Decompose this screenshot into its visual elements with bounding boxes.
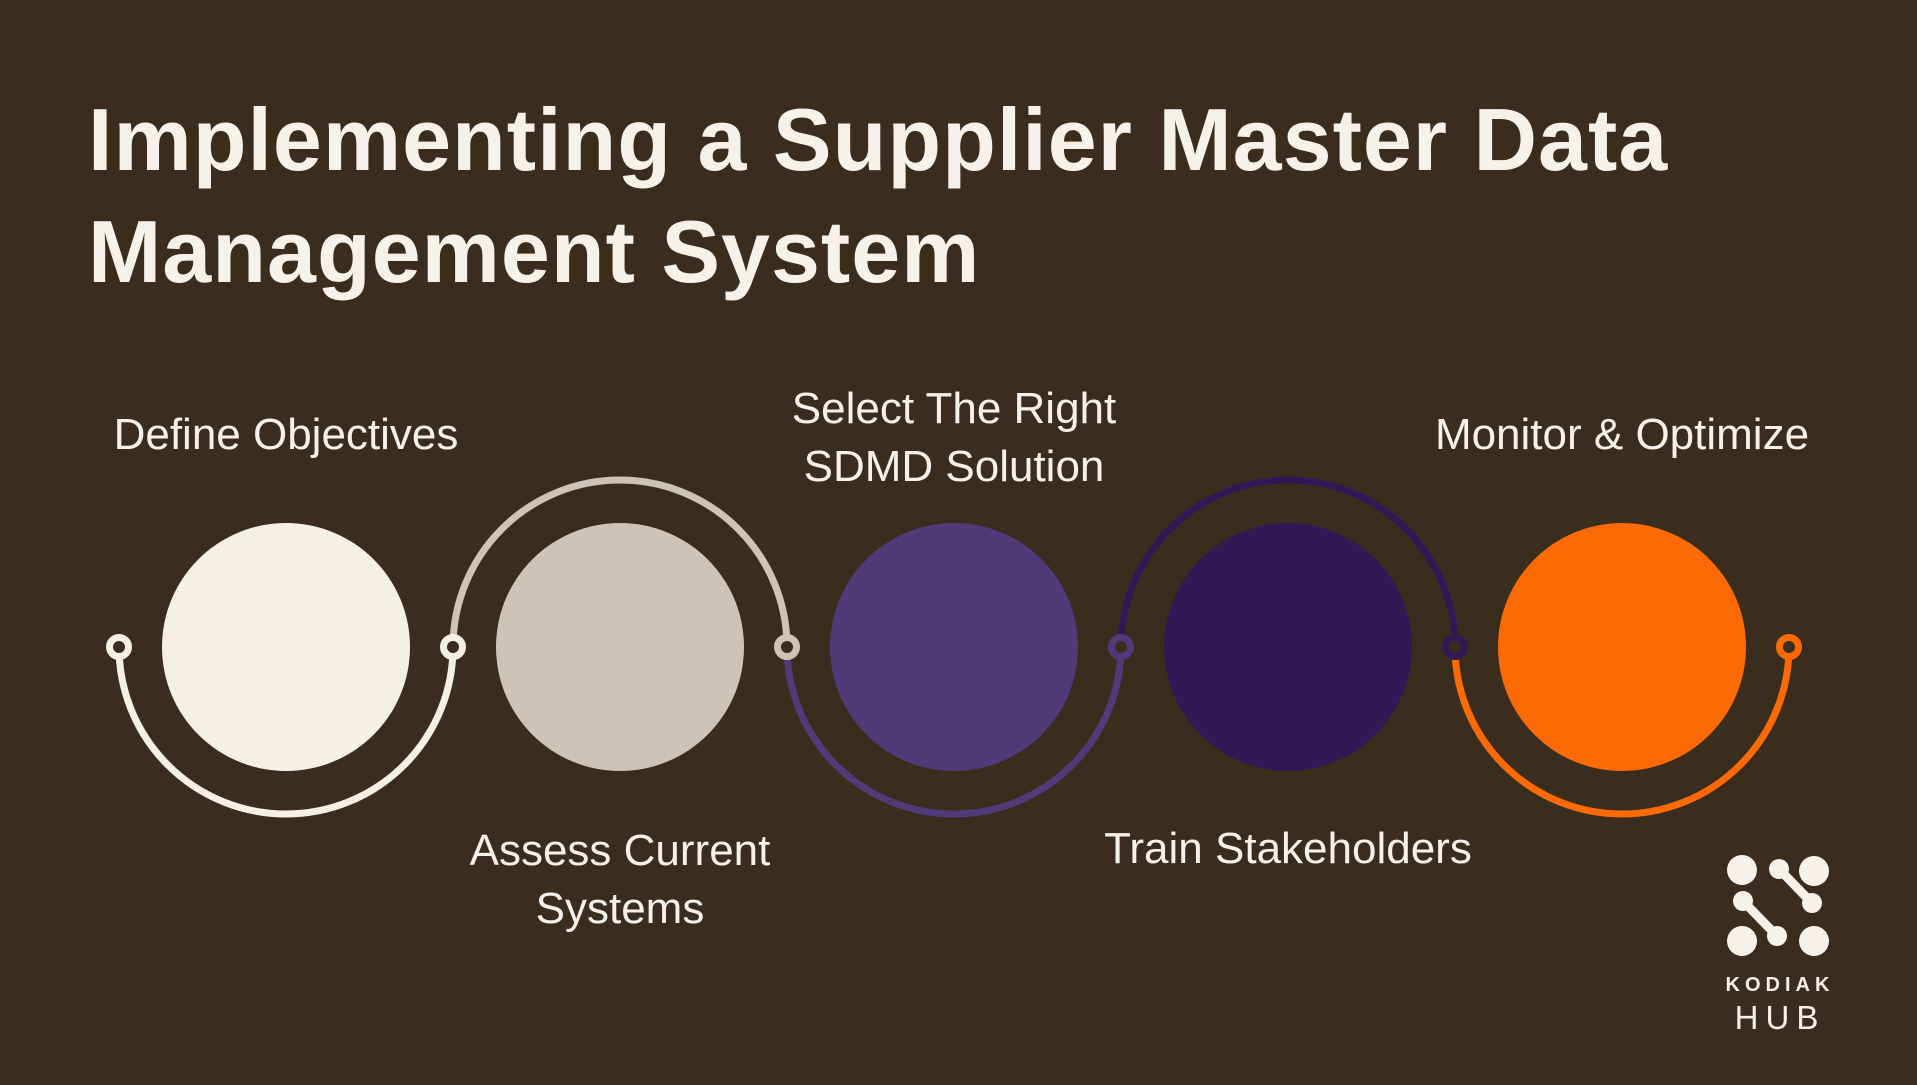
logo-links xyxy=(1738,864,1817,941)
connector-node-2 xyxy=(440,634,466,660)
page-title: Implementing a Supplier Master Data Mana… xyxy=(88,84,1668,308)
page-title-line-1: Implementing a Supplier Master Data xyxy=(88,90,1669,189)
connector-arc-step4 xyxy=(1117,476,1459,648)
kodiak-hub-logo-icon xyxy=(1727,855,1829,956)
step-label-line: Systems xyxy=(535,884,705,933)
step-label-line: Monitor & Optimize xyxy=(1434,410,1810,459)
brand-name-hub: HUB xyxy=(1734,999,1826,1036)
connector-node-6 xyxy=(1776,634,1802,660)
step-circle-select-sdmd-solution xyxy=(830,523,1078,771)
connector-arc-step3 xyxy=(783,646,1125,818)
step-label-line: Assess Current xyxy=(469,826,771,875)
step-label-line: SDMD Solution xyxy=(803,442,1105,491)
connector-arc-step1 xyxy=(115,646,457,818)
step-label-line: Train Stakeholders xyxy=(1104,824,1472,873)
step-label-train-stakeholders: Train Stakeholders xyxy=(1008,820,1568,878)
brand-block: KODIAK HUB xyxy=(1710,854,1850,1037)
step-label-monitor-optimize: Monitor & Optimize xyxy=(1342,406,1902,464)
connector-node-4 xyxy=(1108,634,1134,660)
connector-arc-step2 xyxy=(449,476,791,648)
step-label-line: Define Objectives xyxy=(113,410,459,459)
step-label-select-sdmd-solution: Select The Right SDMD Solution xyxy=(674,380,1234,496)
step-circle-assess-current-systems xyxy=(496,523,744,771)
connector-node-1 xyxy=(106,634,132,660)
step-label-define-objectives: Define Objectives xyxy=(6,406,566,464)
connector-node-5 xyxy=(1442,634,1468,660)
step-label-assess-current-systems: Assess Current Systems xyxy=(340,822,900,938)
connector-node-3 xyxy=(774,634,800,660)
step-circle-define-objectives xyxy=(162,523,410,771)
connector-arc-step5 xyxy=(1451,646,1793,818)
brand-name-kodiak: KODIAK xyxy=(1725,974,1835,996)
page-title-line-2: Management System xyxy=(88,202,981,301)
step-label-line: Select The Right xyxy=(791,384,1117,433)
step-circle-monitor-optimize xyxy=(1498,523,1746,771)
step-circle-train-stakeholders xyxy=(1164,523,1412,771)
